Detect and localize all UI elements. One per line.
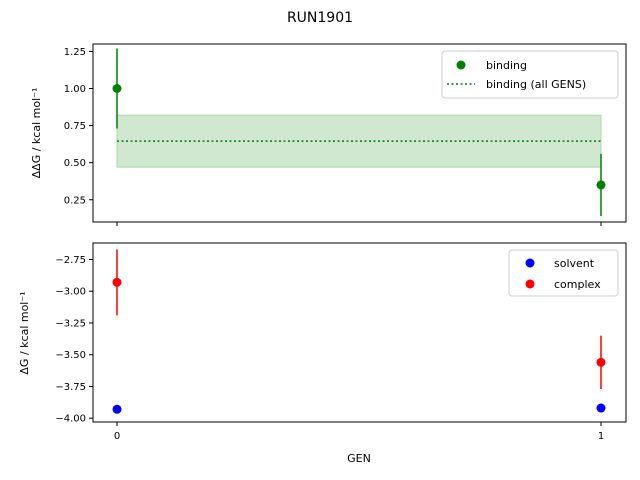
top-ytick-label-1: 0.50	[64, 158, 86, 169]
point-solvent-0	[112, 404, 122, 414]
point-solvent-1	[596, 403, 606, 413]
point-complex-0	[112, 277, 122, 287]
top-legend: binding binding (all GENS)	[441, 50, 619, 99]
bottom-xtick-label-1: 1	[598, 431, 604, 442]
bottom-legend: solvent complex	[508, 249, 619, 297]
top-y-axis: 0.25 0.50 0.75 1.00 1.25	[64, 47, 93, 206]
top-plot-area	[112, 48, 606, 217]
bottom-plot-area	[112, 249, 606, 414]
legend-marker-binding	[456, 60, 466, 70]
legend-label-binding: binding	[486, 59, 527, 72]
bottom-xtick-label-0: 0	[114, 431, 120, 442]
band-binding-all-gens	[116, 114, 602, 168]
bottom-ytick-label-2: −3.25	[55, 318, 86, 329]
top-x-ticks	[116, 222, 602, 226]
top-y-axis-label: ΔΔG / kcal mol⁻¹	[30, 88, 43, 179]
top-axes-frame	[92, 43, 627, 223]
legend-label-complex: complex	[554, 278, 601, 291]
chart-title: RUN1901	[287, 10, 353, 26]
bottom-ytick-label-5: −4.00	[55, 414, 86, 425]
bottom-axes-frame	[92, 242, 627, 423]
bottom-ytick-label-3: −3.50	[55, 350, 86, 361]
point-binding-0	[112, 84, 122, 93]
bottom-y-axis: −2.75 −3.00 −3.25 −3.50 −3.75 −4.00	[55, 255, 93, 425]
legend-label-binding-all-gens: binding (all GENS)	[486, 78, 586, 91]
top-ytick-label-3: 1.00	[64, 84, 86, 95]
point-complex-1	[596, 357, 606, 367]
top-ytick-label-4: 1.25	[64, 47, 86, 58]
bottom-ytick-label-0: −2.75	[55, 255, 86, 266]
bottom-ytick-label-4: −3.75	[55, 382, 86, 393]
legend-label-solvent: solvent	[554, 257, 595, 270]
point-binding-1	[596, 180, 606, 190]
top-panel: 0.25 0.50 0.75 1.00 1.25 ΔΔG / kcal mol⁻¹ bi…	[30, 43, 627, 226]
x-axis-label: GEN	[347, 452, 371, 465]
legend-marker-complex	[525, 279, 535, 289]
bottom-ytick-label-1: −3.00	[55, 287, 86, 298]
bottom-legend-box	[508, 249, 619, 297]
top-ytick-label-0: 0.25	[64, 195, 86, 206]
bottom-y-axis-label: ΔG / kcal mol⁻¹	[18, 291, 31, 374]
top-ytick-label-2: 0.75	[64, 121, 86, 132]
legend-marker-solvent	[525, 258, 535, 268]
top-legend-box	[441, 50, 619, 99]
